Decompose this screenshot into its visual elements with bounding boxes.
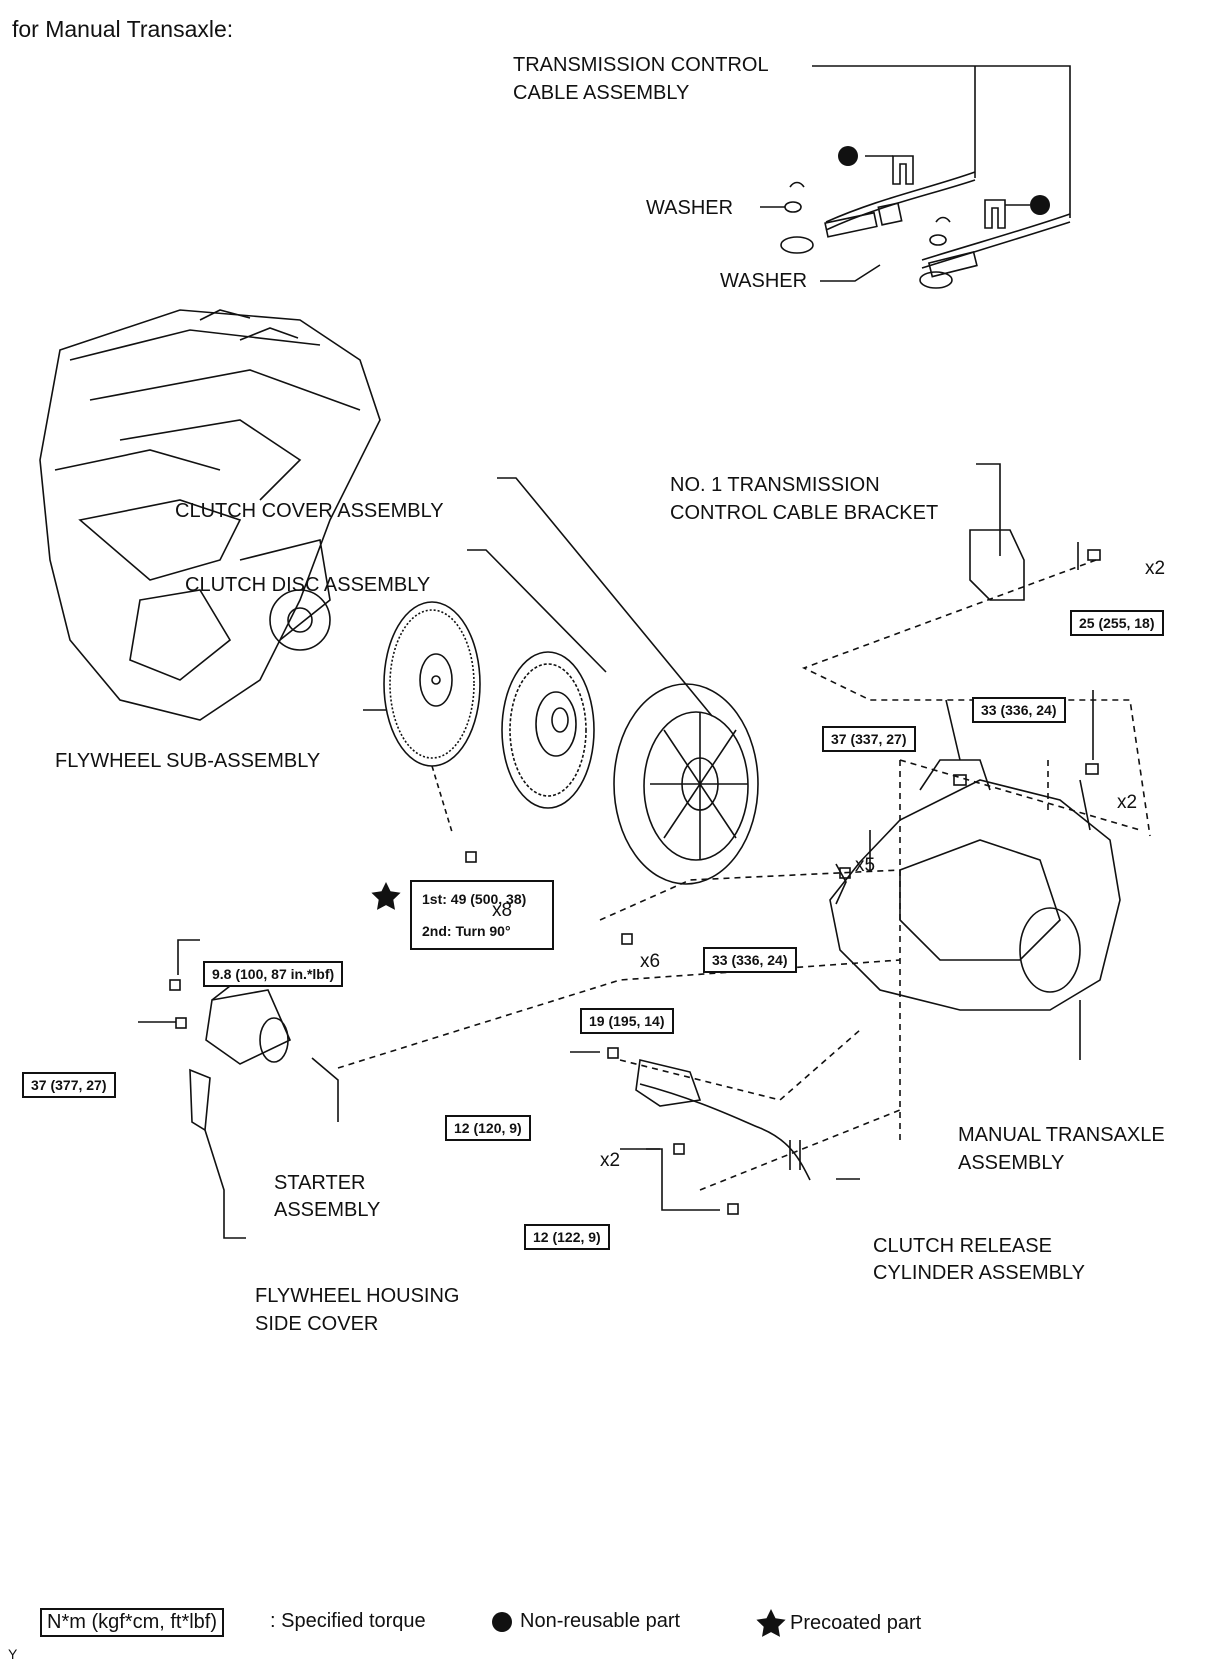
page-header: for Manual Transaxle:	[12, 16, 234, 42]
clip-lower	[984, 199, 1006, 229]
label-fw-cover-line2: SIDE COVER	[255, 1313, 379, 1335]
qty-cover-bolts: x6	[640, 951, 661, 972]
torque-clutch-19: 19 (195, 14)	[580, 1008, 674, 1034]
release-cylinder-drawing	[635, 1059, 811, 1181]
nonreusable-dot-lower	[1030, 195, 1050, 215]
side-cover-drawing	[189, 1068, 211, 1132]
torque-bracket: 25 (255, 18)	[1070, 610, 1164, 636]
clutch-disc-drawing	[501, 651, 595, 809]
torque-starter-37: 37 (377, 27)	[22, 1072, 116, 1098]
clutch-cover-drawing	[613, 683, 759, 885]
cable-leader-line	[812, 65, 1071, 218]
legend-nonreusable-text: Non-reusable part	[520, 1610, 681, 1632]
torque-release-12a: 12 (120, 9)	[445, 1115, 531, 1141]
label-bracket-line1: NO. 1 TRANSMISSION	[670, 474, 880, 496]
torque-release-12b: 12 (122, 9)	[524, 1224, 610, 1250]
clip-upper	[892, 155, 914, 185]
label-transaxle-line1: MANUAL TRANSAXLE	[958, 1124, 1165, 1146]
label-clutch-cover: CLUTCH COVER ASSEMBLY	[175, 500, 444, 522]
label-clutch-disc: CLUTCH DISC ASSEMBLY	[185, 574, 431, 596]
label-bracket-line2: CONTROL CABLE BRACKET	[670, 502, 939, 524]
nonreusable-legend-icon	[492, 1612, 512, 1632]
starter-drawing	[205, 979, 292, 1065]
torque-flywheel-first: 1st: 49 (500, 38)	[422, 891, 527, 907]
torque-33-upper: 33 (336, 24)	[972, 697, 1066, 723]
torque-flywheel-second: 2nd: Turn 90°	[422, 923, 511, 939]
legend-torque-text: : Specified torque	[270, 1610, 426, 1632]
flywheel-drawing	[383, 601, 481, 767]
qty-transaxle-bolts: x5	[855, 855, 876, 876]
precoated-star-icon	[371, 882, 401, 910]
label-cable-line2: CABLE ASSEMBLY	[513, 82, 690, 104]
transaxle-drawing	[829, 759, 1121, 1011]
label-cable-line1: TRANSMISSION CONTROL	[513, 54, 769, 76]
label-transaxle-line2: ASSEMBLY	[958, 1152, 1065, 1174]
label-washer-2: WASHER	[720, 270, 808, 292]
precoated-legend-icon	[756, 1609, 786, 1637]
qty-bracket-bolts: x2	[1145, 558, 1166, 579]
nonreusable-dot-upper	[838, 146, 858, 166]
qty-upper-bolts: x2	[1117, 792, 1138, 813]
torque-37-upper: 37 (337, 27)	[822, 726, 916, 752]
label-fw-cover-line1: FLYWHEEL HOUSING	[255, 1285, 460, 1307]
label-starter-line2: ASSEMBLY	[274, 1199, 381, 1221]
legend-precoated-text: Precoated part	[790, 1612, 922, 1634]
qty-release-bolts: x2	[600, 1150, 621, 1171]
torque-flywheel: 1st: 49 (500, 38) 2nd: Turn 90°	[410, 880, 554, 950]
label-release-line1: CLUTCH RELEASE	[873, 1235, 1052, 1257]
legend-torque-box: N*m (kgf*cm, ft*lbf)	[40, 1608, 225, 1637]
bracket-drawing	[969, 529, 1025, 601]
label-release-line2: CYLINDER ASSEMBLY	[873, 1262, 1085, 1284]
label-starter-line1: STARTER	[274, 1172, 366, 1194]
torque-cover: 33 (336, 24)	[703, 947, 797, 973]
torque-starter-98: 9.8 (100, 87 in.*lbf)	[203, 961, 344, 987]
engine-block-sketch	[39, 309, 381, 721]
label-flywheel: FLYWHEEL SUB-ASSEMBLY	[55, 750, 321, 772]
label-washer-1: WASHER	[646, 197, 734, 219]
footer-code: Y	[8, 1646, 18, 1662]
qty-flywheel-bolts: x8	[492, 900, 513, 921]
